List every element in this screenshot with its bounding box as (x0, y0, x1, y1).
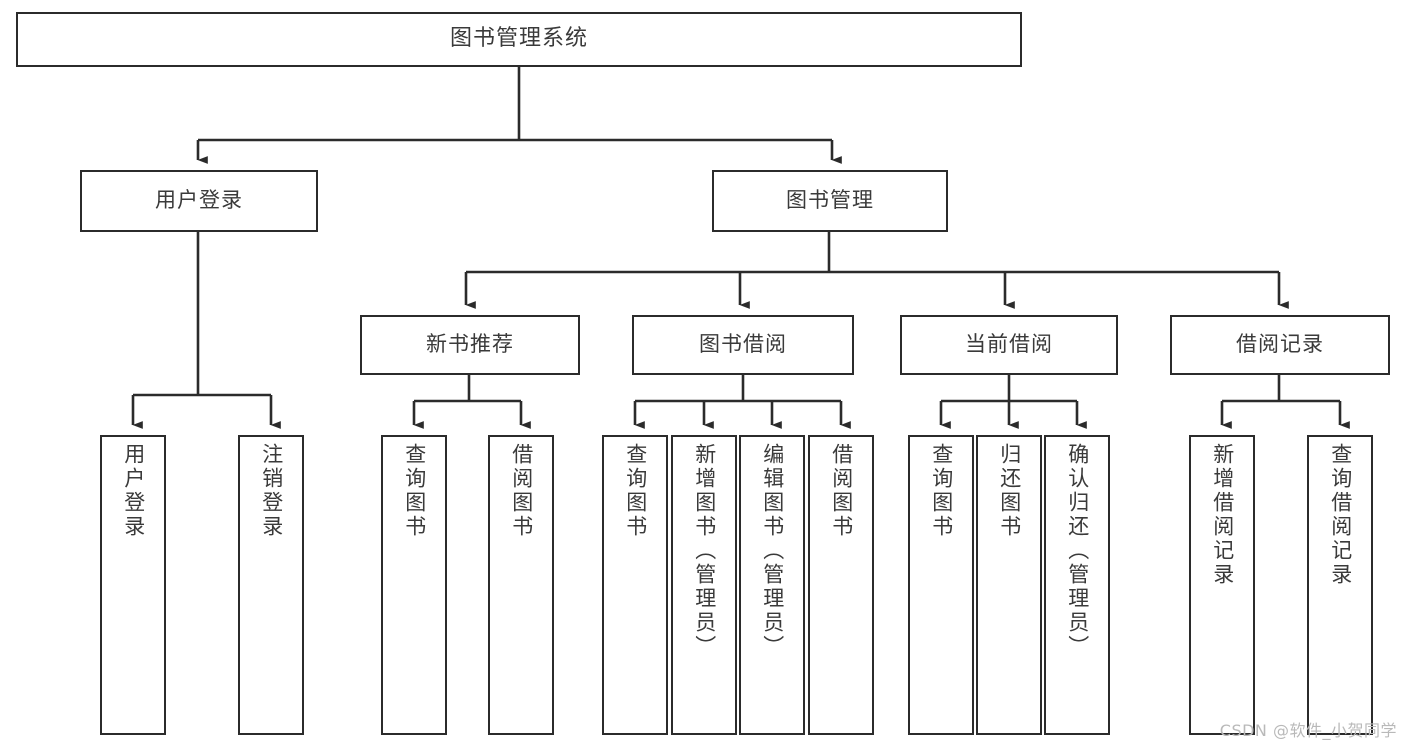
leaf-confirm-return[interactable]: 确认归还（管理员） (1044, 435, 1110, 735)
node-label: 查询借阅记录 (1328, 443, 1353, 587)
node-user-login[interactable]: 用户登录 (80, 170, 318, 232)
node-label: 新增图书（管理员） (692, 443, 717, 659)
node-label: 编辑图书（管理员） (760, 443, 785, 659)
node-label: 借阅图书 (829, 443, 854, 539)
leaf-logout[interactable]: 注销登录 (238, 435, 304, 735)
leaf-query-book-1[interactable]: 查询图书 (381, 435, 447, 735)
node-new-book-recommend[interactable]: 新书推荐 (360, 315, 580, 375)
node-label: 借阅图书 (509, 443, 534, 539)
leaf-edit-book[interactable]: 编辑图书（管理员） (739, 435, 805, 735)
node-label: 当前借阅 (965, 332, 1053, 357)
node-label: 新书推荐 (426, 332, 514, 357)
leaf-borrow-book-2[interactable]: 借阅图书 (808, 435, 874, 735)
node-label: 查询图书 (402, 443, 427, 539)
node-label: 注销登录 (259, 443, 284, 539)
node-book-manage[interactable]: 图书管理 (712, 170, 948, 232)
node-label: 借阅记录 (1236, 332, 1324, 357)
node-book-borrow[interactable]: 图书借阅 (632, 315, 854, 375)
leaf-query-record[interactable]: 查询借阅记录 (1307, 435, 1373, 735)
leaf-add-record[interactable]: 新增借阅记录 (1189, 435, 1255, 735)
node-label: 图书管理系统 (449, 26, 588, 52)
leaf-return-book[interactable]: 归还图书 (976, 435, 1042, 735)
leaf-query-book-3[interactable]: 查询图书 (908, 435, 974, 735)
node-borrow-record[interactable]: 借阅记录 (1170, 315, 1390, 375)
leaf-query-book-2[interactable]: 查询图书 (602, 435, 668, 735)
node-label: 查询图书 (929, 443, 954, 539)
node-label: 归还图书 (997, 443, 1022, 539)
leaf-user-login[interactable]: 用户登录 (100, 435, 166, 735)
node-root-book-management-system[interactable]: 图书管理系统 (16, 12, 1022, 67)
node-label: 用户登录 (121, 443, 146, 539)
node-label: 新增借阅记录 (1210, 443, 1235, 587)
node-label: 查询图书 (623, 443, 648, 539)
leaf-borrow-book-1[interactable]: 借阅图书 (488, 435, 554, 735)
node-label: 图书借阅 (699, 332, 787, 357)
leaf-add-book[interactable]: 新增图书（管理员） (671, 435, 737, 735)
node-label: 图书管理 (786, 188, 874, 213)
node-current-borrow[interactable]: 当前借阅 (900, 315, 1118, 375)
node-label: 用户登录 (155, 188, 243, 213)
node-label: 确认归还（管理员） (1065, 443, 1090, 659)
